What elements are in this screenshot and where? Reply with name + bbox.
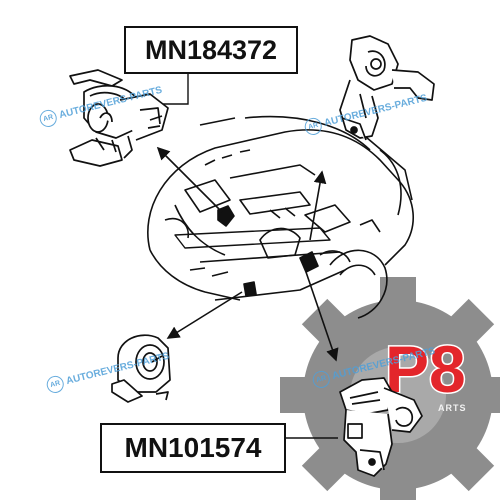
arrow-to-bottom-left-mount bbox=[166, 291, 243, 339]
arrow-to-top-left-mount bbox=[156, 146, 223, 213]
pointer-arrows bbox=[156, 146, 339, 362]
mount-bottom-left bbox=[111, 334, 171, 403]
mount-top-right bbox=[339, 35, 435, 141]
p8-logo-suffix: ARTS bbox=[438, 403, 467, 413]
part-number-label-top: MN184372 bbox=[124, 26, 298, 74]
arrow-to-top-right-mount bbox=[309, 170, 327, 241]
arrow-to-bottom-right-mount bbox=[305, 271, 339, 362]
part-number-label-bottom: MN101574 bbox=[100, 423, 286, 473]
car-front-chassis bbox=[147, 115, 415, 319]
mount-top-left bbox=[69, 69, 169, 167]
mount-bottom-right bbox=[339, 377, 423, 477]
